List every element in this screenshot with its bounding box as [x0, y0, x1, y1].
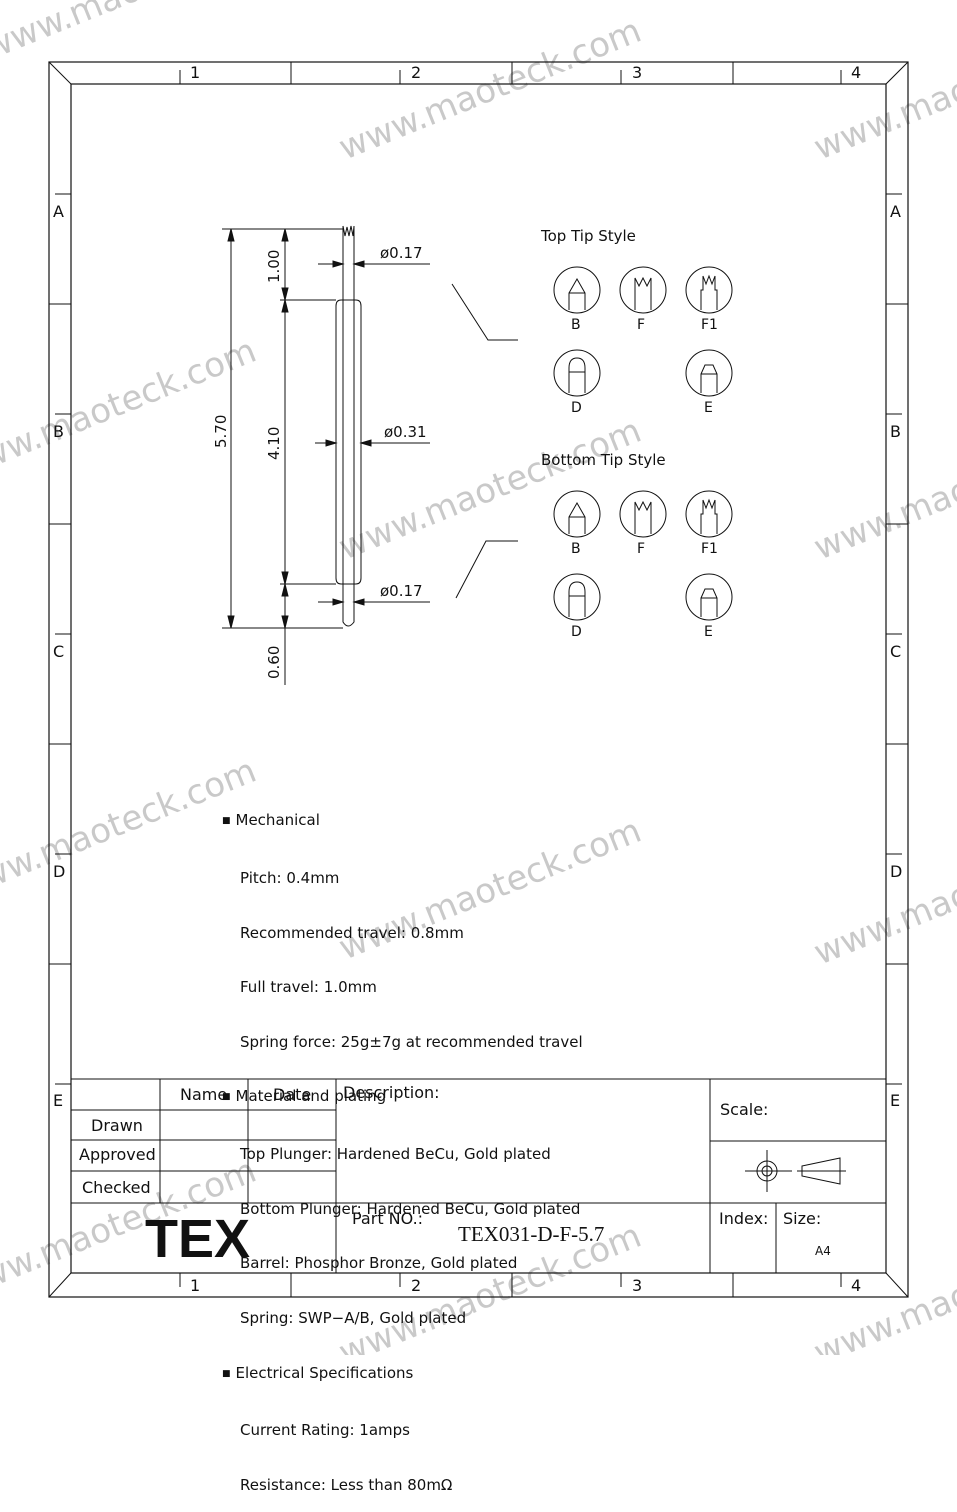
dim-bottom-length: 0.60	[265, 646, 283, 679]
bottom-tip-label-b: B	[571, 541, 581, 557]
row-approved: Approved	[79, 1145, 156, 1164]
top-tip-label-e: E	[704, 400, 713, 416]
row-drawn: Drawn	[91, 1116, 143, 1135]
drawing-sheet: www.maoteck.com www.maoteck.com www.maot…	[0, 0, 957, 1355]
top-tip-styles: Top Tip Style B F F1 D E	[540, 227, 733, 416]
dim-top-diameter: ø0.17	[380, 244, 423, 262]
bottom-tip-label-f1: F1	[701, 541, 718, 557]
spec-heading-electrical: Electrical Specifications	[222, 1364, 583, 1385]
bottom-tip-label-d: D	[571, 624, 582, 640]
col-label-4-bottom: 4	[851, 1276, 861, 1295]
col-label-2-bottom: 2	[411, 1276, 421, 1295]
col-label-1: 1	[190, 63, 200, 82]
col-label-4: 4	[851, 63, 861, 82]
watermark-3: www.maoteck.com	[808, 11, 957, 169]
specifications: Mechanical Pitch: 0.4mm Recommended trav…	[222, 775, 583, 1512]
row-label-a-right: A	[890, 202, 901, 221]
spec-full-travel: Full travel: 1.0mm	[240, 978, 377, 997]
scale-label: Scale:	[720, 1100, 768, 1119]
watermark-1: www.maoteck.com	[0, 0, 292, 68]
row-label-d: D	[53, 862, 65, 881]
dim-bottom-diameter: ø0.17	[380, 582, 423, 600]
row-label-a: A	[53, 202, 64, 221]
top-tip-label-f: F	[637, 317, 645, 333]
sheet-frame	[48, 61, 909, 1298]
dimension-labels: 5.70 1.00 4.10 0.60 ø0.17 ø0.31 ø0.17	[212, 244, 427, 679]
dim-barrel-length: 4.10	[265, 427, 283, 460]
part-no-label: Part NO.:	[352, 1209, 423, 1228]
spec-heading-mechanical: Mechanical	[222, 811, 583, 832]
spec-spring: Spring: SWP−A/B, Gold plated	[240, 1308, 467, 1327]
bottom-tip-label-e: E	[704, 624, 713, 640]
watermark-4: www.maoteck.com	[0, 331, 262, 489]
index-label: Index:	[719, 1209, 768, 1228]
pogo-pin-drawing	[222, 225, 518, 685]
zone-labels: 1 2 3 4 1 2 3 4 A B C D E A B C D E	[53, 63, 902, 1295]
top-tip-label-b: B	[571, 317, 581, 333]
col-label-3-bottom: 3	[632, 1276, 642, 1295]
row-label-d-right: D	[890, 862, 902, 881]
row-label-b-right: B	[890, 422, 901, 441]
top-tip-label-d: D	[571, 400, 582, 416]
row-label-e: E	[53, 1091, 63, 1110]
col-label-2: 2	[411, 63, 421, 82]
spec-barrel: Barrel: Phosphor Bronze, Gold plated	[240, 1254, 518, 1273]
spec-bottom-plunger: Bottom Plunger: Hardened BeCu, Gold plat…	[240, 1199, 581, 1218]
watermark-9: www.maoteck.com	[808, 816, 957, 974]
row-label-c: C	[53, 642, 64, 661]
spec-current-rating: Current Rating: 1amps	[240, 1421, 410, 1440]
spec-resistance: Resistance: Less than 80mΩ	[240, 1475, 453, 1494]
watermark-12: www.maoteck.com	[808, 1216, 957, 1355]
spec-heading-material: Material and plating	[222, 1087, 583, 1108]
watermark-2: www.maoteck.com	[333, 11, 646, 169]
row-label-b: B	[53, 422, 64, 441]
col-label-3: 3	[632, 63, 642, 82]
spec-spring-force: Spring force: 25g±7g at recommended trav…	[240, 1032, 583, 1051]
col-label-1-bottom: 1	[190, 1276, 200, 1295]
top-tip-title: Top Tip Style	[540, 227, 636, 245]
row-label-e-right: E	[890, 1091, 900, 1110]
row-checked: Checked	[82, 1178, 151, 1197]
dim-top-length: 1.00	[265, 250, 283, 283]
size-label: Size:	[783, 1209, 821, 1228]
watermark-6: www.maoteck.com	[808, 411, 957, 569]
spec-pitch: Pitch: 0.4mm	[240, 869, 340, 888]
spec-recommended-travel: Recommended travel: 0.8mm	[240, 923, 464, 942]
row-label-c-right: C	[890, 642, 901, 661]
top-tip-label-f1: F1	[701, 317, 718, 333]
spec-top-plunger: Top Plunger: Hardened BeCu, Gold plated	[240, 1145, 551, 1164]
tex-logo: TEX	[145, 1209, 250, 1269]
bottom-tip-title: Bottom Tip Style	[541, 451, 666, 469]
bottom-tip-label-f: F	[637, 541, 645, 557]
size-value: A4	[815, 1244, 831, 1258]
dim-total-length: 5.70	[212, 415, 230, 448]
dim-barrel-diameter: ø0.31	[384, 423, 427, 441]
name-header: Name	[180, 1085, 227, 1104]
bottom-tip-styles: Bottom Tip Style B F F1 D E	[541, 451, 733, 640]
watermark-5: www.maoteck.com	[333, 411, 646, 569]
part-number: TEX031-D-F-5.7	[458, 1222, 604, 1246]
